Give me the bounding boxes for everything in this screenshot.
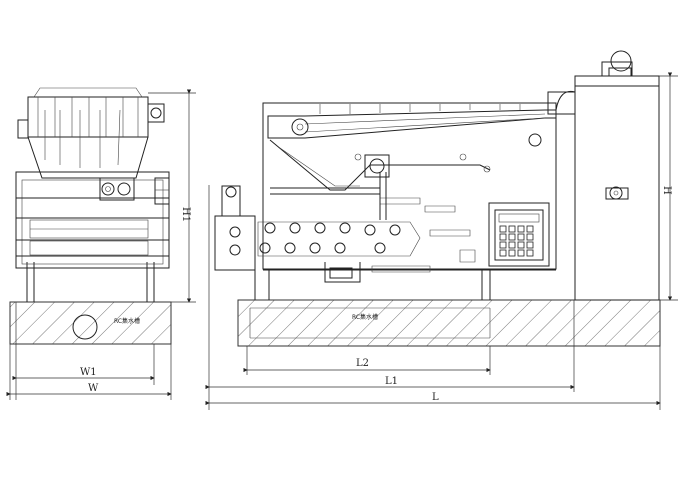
left-thickener-drum [27, 96, 149, 138]
press-roller-group [257, 221, 421, 257]
tank-motor [610, 50, 632, 72]
front-view: RC集水槽 [205, 50, 678, 410]
left-drain-hole [72, 314, 98, 340]
dim-h: H [661, 186, 672, 195]
dim-w1: W1 [80, 367, 97, 378]
dim-w: W [88, 383, 99, 394]
left-main-frame [15, 171, 170, 269]
piping [324, 262, 361, 283]
dim-l: L [432, 392, 439, 403]
flocculation-unit [214, 215, 256, 271]
front-concrete-pit [237, 299, 661, 347]
belt-conveyor [267, 109, 557, 139]
dim-l2: L2 [356, 358, 369, 369]
left-concrete-pit [9, 301, 172, 345]
front-main-frame [262, 102, 557, 270]
control-cabinet [488, 202, 550, 267]
keypad-grid [499, 225, 534, 257]
front-pit-label: RC集水槽 [352, 313, 378, 321]
left-side-view: RC集水槽 [6, 87, 196, 400]
dim-l1: L1 [385, 376, 398, 387]
dim-h1: H1 [180, 207, 191, 222]
left-pit-label: RC集水槽 [114, 317, 140, 325]
